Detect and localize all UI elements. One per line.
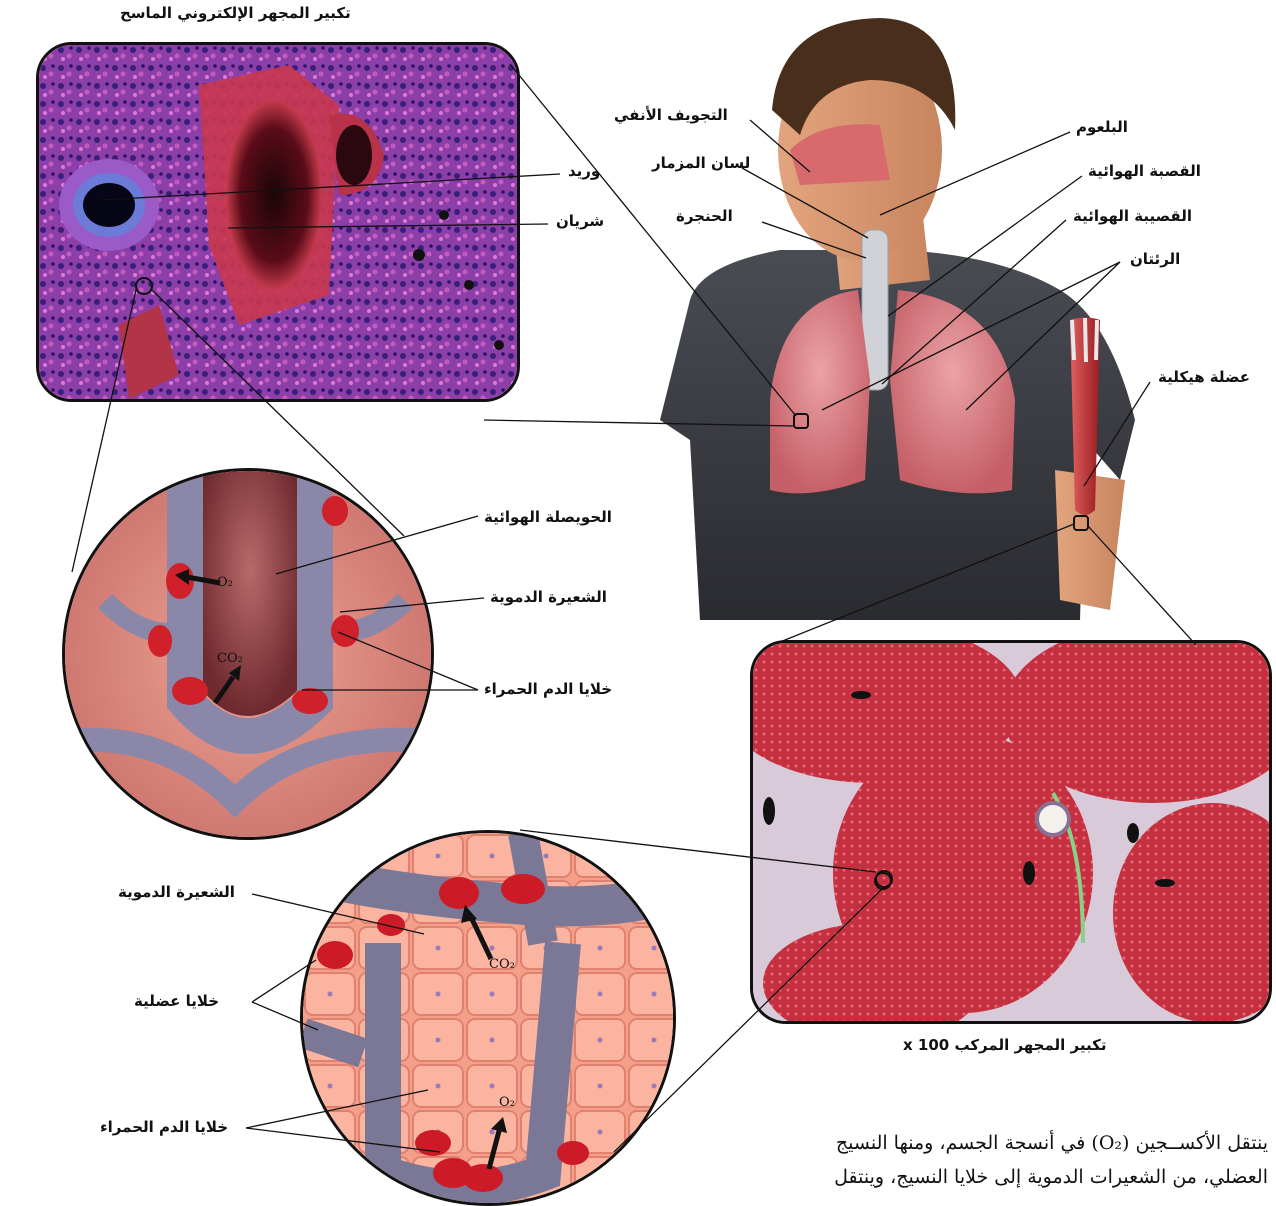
paragraph-line-2: العضلي، من الشعيرات الدموية إلى خلايا ال… xyxy=(748,1162,1268,1192)
paragraph-line-1: ينتقل الأكســجين (O₂) في أنسجة الجسم، وم… xyxy=(748,1128,1268,1158)
